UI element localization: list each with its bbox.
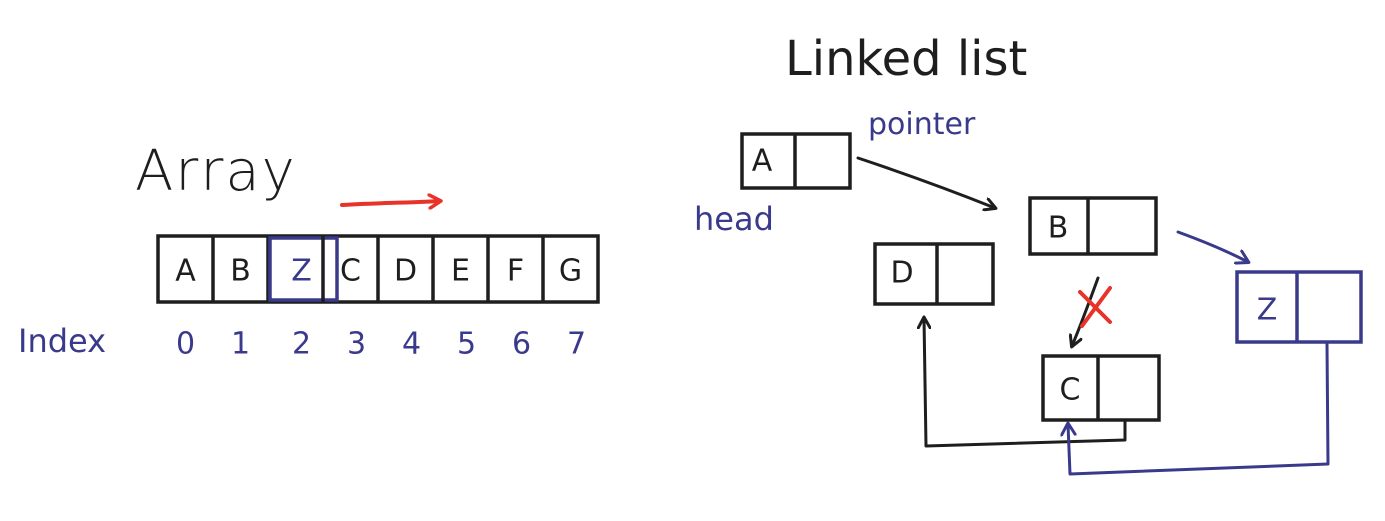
arrow-c-to-d xyxy=(924,318,1127,448)
array-cell-value: G xyxy=(559,254,582,289)
array-cell-value: C xyxy=(340,254,361,289)
array-inserted-cell-highlight xyxy=(268,236,339,302)
node-a: A xyxy=(740,132,852,190)
removed-link-x xyxy=(1078,286,1112,328)
array-index-number: 5 xyxy=(457,327,476,362)
pointer-label: pointer xyxy=(868,107,976,142)
node-b-value: B xyxy=(1048,211,1069,246)
node-z: Z xyxy=(1235,270,1363,344)
linked-list-section: Linked list pointer head A B D Z xyxy=(694,31,1363,476)
array-indices: 0 1 2 3 4 5 6 7 xyxy=(176,327,586,362)
array-cell-value: E xyxy=(451,254,470,289)
array-index-number: 4 xyxy=(402,327,421,362)
array-cell-value: B xyxy=(230,254,251,289)
array-index-number: 2 xyxy=(292,327,311,362)
node-b: B xyxy=(1028,196,1158,256)
array-index-number: 6 xyxy=(512,327,531,362)
array-index-number: 7 xyxy=(567,327,586,362)
arrow-a-to-b xyxy=(856,156,995,208)
array-cell-value: Z xyxy=(291,254,312,289)
arrow-b-to-c-removed xyxy=(1072,276,1100,346)
arrow-z-to-c xyxy=(1068,342,1330,476)
head-label: head xyxy=(694,200,774,238)
array-cell-value: D xyxy=(394,254,417,289)
array-title: Array xyxy=(135,139,297,204)
linked-list-title: Linked list xyxy=(785,31,1027,87)
node-c-value: C xyxy=(1060,373,1081,408)
node-a-value: A xyxy=(752,144,773,179)
array-index-number: 1 xyxy=(231,327,250,362)
array-cell-value: A xyxy=(175,254,196,289)
node-z-value: Z xyxy=(1257,293,1278,328)
array-direction-arrow xyxy=(340,201,440,205)
array-index-number: 0 xyxy=(176,327,195,362)
index-label: Index xyxy=(18,322,106,360)
node-c: C xyxy=(1041,354,1161,422)
arrow-b-to-z xyxy=(1176,230,1248,262)
array-index-number: 3 xyxy=(347,327,366,362)
array-cell-value: F xyxy=(507,254,524,289)
node-d: D xyxy=(873,242,995,306)
node-d-value: D xyxy=(890,256,913,291)
